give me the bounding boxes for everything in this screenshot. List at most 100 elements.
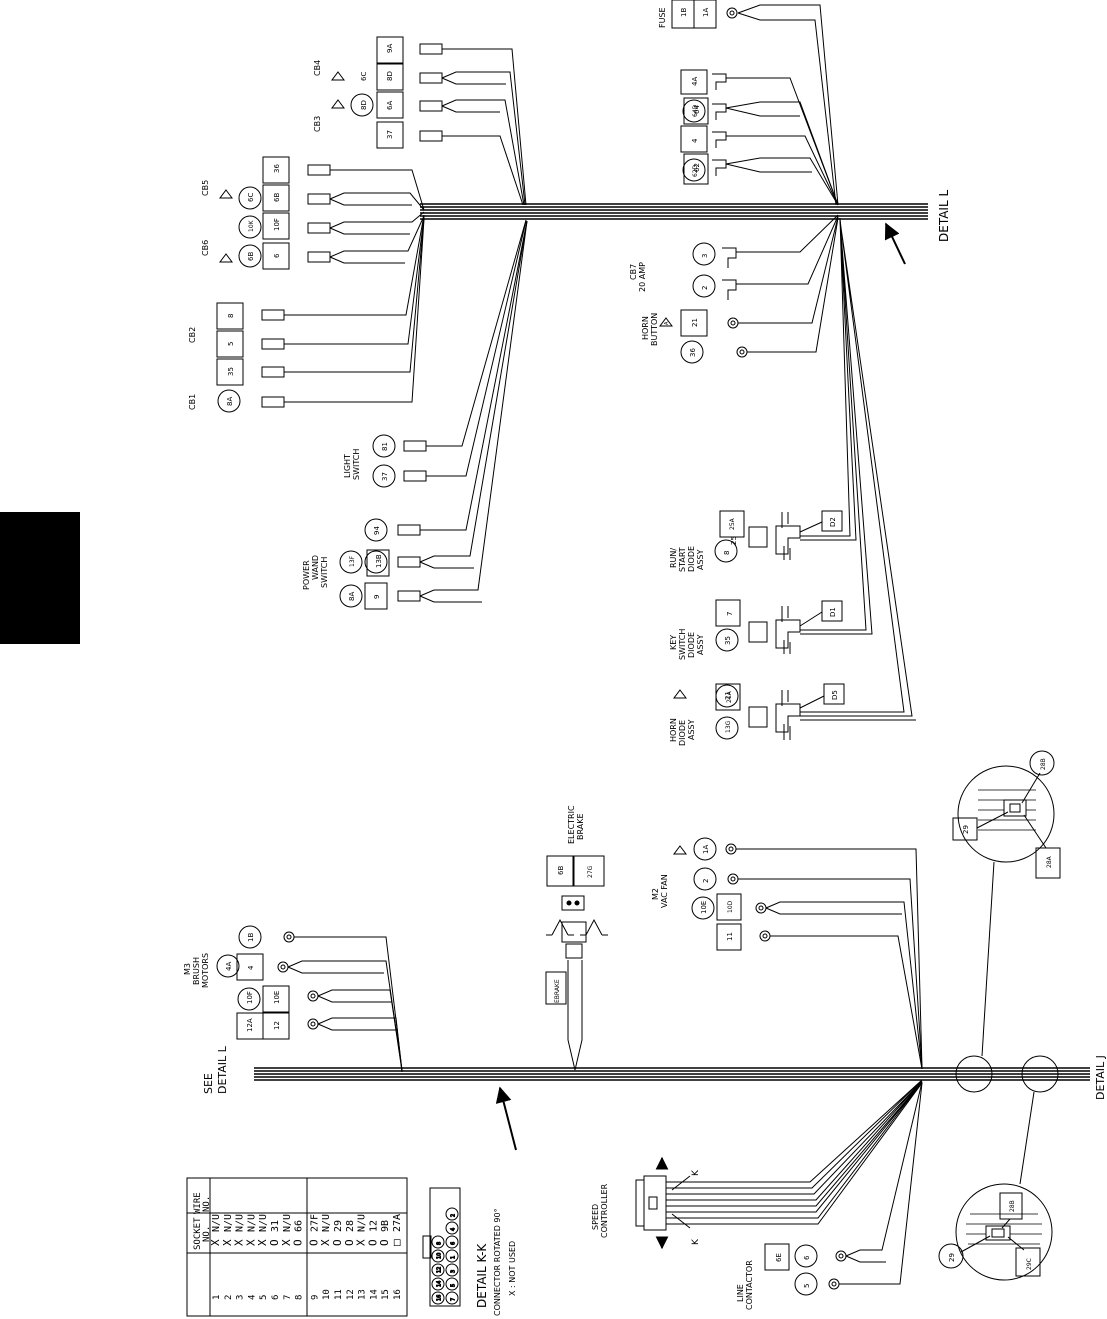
horn-button-label: BUTTON [650, 313, 659, 346]
table-row-socket: 9 [310, 1295, 320, 1300]
cb-wire-label: 5 [227, 342, 235, 346]
connector-pin [431, 1291, 445, 1305]
light-switch-label: SWITCH [352, 449, 361, 480]
table-header: SOCKET [193, 1217, 203, 1250]
connector-pin [431, 1249, 445, 1263]
table-row-socket: 8 [295, 1295, 305, 1300]
table-row-wire: N/U [246, 1214, 257, 1232]
horn-diode-wire: 21 [724, 691, 732, 700]
brush-wire: 10E [273, 991, 281, 1004]
run-start-wire: 8 [723, 551, 731, 555]
horn-button-wire: 36 [689, 348, 697, 357]
table-row-socket: 10 [322, 1289, 332, 1300]
line-contactor [764, 1081, 923, 1296]
detail-j-lower [938, 1055, 1059, 1281]
table-row-wire: N/U [357, 1214, 368, 1232]
cb-wire-label: 8D [360, 100, 368, 110]
brush-wire: 1B [247, 933, 255, 942]
contactor-wire: 6 [803, 1255, 811, 1260]
run-start-label: RUN/ [669, 548, 678, 568]
warning-icon [673, 689, 687, 699]
svg-text:FUSE: FUSE [658, 7, 667, 28]
run-start-wire: 25A [729, 517, 736, 530]
line-contactor-label: CONTACTOR [745, 1260, 754, 1310]
cb-wire-label: 10K [248, 219, 255, 232]
connector-pin [431, 1235, 445, 1249]
contactor-wire: 6E [775, 1253, 783, 1262]
breaker-cb4: CB4 [313, 36, 404, 149]
cb-wire-label: 9A [386, 44, 394, 53]
horn-diode-label: ASSY [687, 719, 696, 740]
line-contactor-label: LINE [736, 1284, 745, 1302]
fuse: FUSE 1B 1A [658, 0, 839, 206]
detail-l-label: DETAIL L [937, 190, 951, 242]
vac-fan [673, 837, 923, 1070]
table-row-socket: 4 [247, 1295, 257, 1300]
cb-wire-label: 37 [386, 130, 394, 139]
pws-wire: 9 [373, 595, 381, 599]
see-detail-label: SEE [202, 1073, 215, 1094]
table-row-socket: 11 [334, 1289, 344, 1300]
terminal-label: 4 [691, 138, 699, 143]
table-row-socket: 16 [393, 1289, 403, 1300]
table-row-wire: N/U [282, 1214, 293, 1232]
diode-tag: D2 [829, 517, 837, 527]
table-row-wire: 29 [333, 1220, 344, 1232]
connector-pin [445, 1277, 459, 1291]
detail-j-wire: 28B [1040, 758, 1047, 770]
pws-label: SWITCH [320, 557, 329, 588]
table-row-mark: O [378, 1239, 391, 1246]
table-row-mark: O [366, 1239, 379, 1246]
brake-label: BRAKE [576, 814, 585, 841]
section-tab [0, 512, 80, 644]
terminal-label: 64 [693, 105, 701, 114]
cb-wire-label: 35 [227, 367, 235, 376]
pws-wire: 94 [373, 526, 381, 535]
table-row-socket: 14 [369, 1289, 379, 1300]
terminal-label: 62 [693, 163, 701, 172]
table-row-wire: 27F [309, 1214, 320, 1232]
cb-wire-label: 8D [386, 71, 394, 81]
horn-diode-wire: 21A [726, 690, 733, 703]
svg-text:1A: 1A [702, 8, 710, 17]
see-detail-arrow [495, 1086, 517, 1151]
connector-pin-label: 6 [451, 1242, 457, 1245]
cb3-cb4-wires [419, 43, 527, 206]
table-row-mark: X [280, 1239, 293, 1246]
connector-pin-label: 8 [437, 1242, 443, 1245]
table-row-wire: N/U [258, 1214, 269, 1232]
speed-controller-label: SPEED [591, 1204, 600, 1230]
brush-wire: 12A [246, 1018, 254, 1032]
terminal-label: 4A [691, 77, 699, 86]
contactor-wire: 5 [803, 1284, 811, 1288]
pws-wire: 13F [349, 555, 356, 567]
cb3-label: CB3 [313, 116, 322, 132]
breaker-cb5-cb6 [219, 156, 290, 270]
cb-wire-label: 10F [273, 218, 281, 231]
cb-wire-label: 6B [273, 193, 281, 202]
connector-pin-label: 7 [451, 1298, 457, 1301]
k-mark: K [691, 1169, 701, 1176]
table-row-wire: 31 [270, 1220, 281, 1232]
diode-tag: D1 [829, 607, 837, 617]
terminal-label: 62D [692, 164, 699, 177]
electric-brake [545, 855, 608, 1071]
detail-j-upper [952, 750, 1061, 1093]
table-row-mark: X [209, 1239, 222, 1246]
cb-wire-label: 6 [273, 253, 281, 258]
svg-text:CB4: CB4 [313, 60, 322, 76]
key-switch-label: DIODE [687, 632, 696, 658]
right-terminal-wires [712, 73, 839, 206]
brush-motors-label: MOTORS [201, 953, 210, 988]
connector-pin [445, 1291, 459, 1305]
connector-pin-label: 5 [451, 1284, 457, 1287]
table-row-mark: O [292, 1239, 305, 1246]
speed-controller-label: CONTROLLER [600, 1183, 609, 1238]
key-switch-label: ASSY [696, 634, 705, 655]
cb5-cb6-wires [307, 164, 425, 264]
cb2-label: CB2 [188, 327, 197, 343]
brush-wire: 4 [247, 965, 255, 970]
cb7-wire: 3 [701, 254, 709, 258]
pws-wire: 13B [375, 554, 383, 568]
